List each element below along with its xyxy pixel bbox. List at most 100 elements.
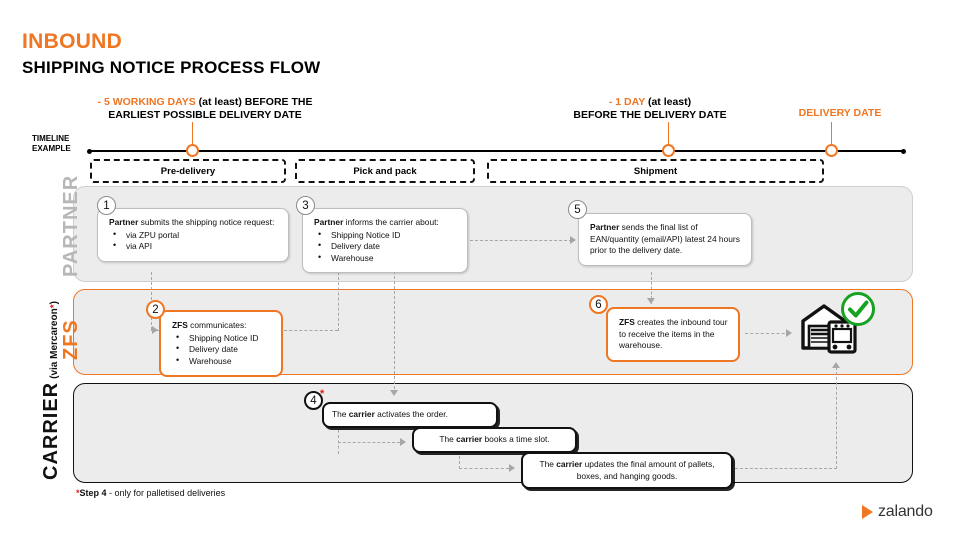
step8-pre: The [539,459,557,469]
connector-step7-to-step8-vertical [459,446,460,469]
timeline-end-dot [901,148,906,154]
list-item: via ZPU portal [109,229,279,242]
process-box-step7[interactable]: The carrier books a time slot. [412,427,577,453]
list-item: Delivery date [172,343,272,356]
step1-bullets: via ZPU portal via API [109,229,279,253]
caption-black-text: (at least) [645,96,692,108]
process-box-step6[interactable]: ZFS creates the inbound tour to receive … [606,307,740,362]
step-number-2: 2 [146,300,165,319]
timeline-caption-delivery-date: DELIVERY DATE [760,107,920,120]
connector-step5-to-step6-vertical [651,272,652,304]
step1-lead: Partner [109,217,139,227]
list-item: Shipping Notice ID [314,229,458,242]
footnote-bold: Step 4 [79,488,107,498]
step4-post: activates the order. [374,409,448,419]
caption-line2: BEFORE THE DELIVERY DATE [573,109,727,121]
step2-bullets: Shipping Notice ID Delivery date Warehou… [172,332,272,368]
process-box-step2[interactable]: ZFS communicates: Shipping Notice ID Del… [159,310,283,378]
warehouse-truck-icon [798,296,868,361]
step7-pre: The [439,434,457,444]
process-box-step5[interactable]: Partner sends the final list of EAN/quan… [578,213,752,266]
caption-black-text: (at least) BEFORE THE [195,96,313,108]
zalando-wordmark: zalando [878,503,933,520]
list-item: via API [109,240,279,253]
timeline-axis-label: TIMELINE EXAMPLE [32,134,92,154]
step5-lead: Partner [590,222,620,232]
step-number-4: 4 [304,391,323,410]
connector-step2-to-step3-horizontal [284,330,338,331]
connector-arrow-into-step8 [509,464,515,472]
step5-text: Partner sends the final list of EAN/quan… [590,222,742,257]
step3-body: informs the carrier about: [343,217,439,227]
step6-text: ZFS creates the inbound tour to receive … [619,317,729,352]
list-item: Warehouse [172,355,272,368]
timeline-axis-label-line2: EXAMPLE [32,144,71,153]
connector-arrow-up-into-warehouse [832,362,840,368]
timeline-marker-1-day [662,144,675,157]
process-box-step1[interactable]: Partner submits the shipping notice requ… [97,208,289,262]
footnote-asterisk: * [76,488,80,498]
connector-arrow-into-step2 [152,326,158,334]
timeline-start-dot [87,148,92,154]
list-item: Warehouse [314,252,458,265]
step4-pre: The [332,409,349,419]
caption-orange-text: - 1 DAY [608,96,646,108]
connector-step8-to-warehouse-horizontal [735,468,837,469]
list-item: Delivery date [314,240,458,253]
step8-post: updates the final amount of pallets, box… [576,459,715,481]
step1-body: submits the shipping notice request: [138,217,275,227]
timeline-stem-3 [830,122,833,146]
green-check-icon [839,290,877,333]
step4-asterisk: * [320,388,325,400]
connector-arrow-into-step7 [400,438,406,446]
caption-orange-text: DELIVERY DATE [798,107,882,119]
step6-body: creates the inbound tour to receive the … [619,317,728,351]
timeline-stem-1 [191,122,194,146]
connector-step3-to-step4-vertical [394,266,395,394]
connector-step7-to-step8-horizontal [459,468,509,469]
process-box-step8[interactable]: The carrier updates the final amount of … [521,452,733,490]
phase-box-pick-and-pack: Pick and pack [295,159,475,183]
list-item: Shipping Notice ID [172,332,272,345]
timeline-caption-1-day: - 1 DAY (at least) BEFORE THE DELIVERY D… [545,96,755,122]
swimlane-label-carrier-subtitle: (via Mercareon*) [49,301,60,379]
swimlane-label-carrier-group: CARRIER (via Mercareon*) [40,301,63,480]
step2-text: ZFS communicates: [172,320,272,332]
swimlane-label-partner: PARTNER [60,174,82,277]
footnote-rest: - only for palletised deliveries [106,488,226,498]
step-number-3: 3 [296,196,315,215]
footnote: *Step 4 - only for palletised deliveries [76,488,225,498]
phase-box-pre-delivery: Pre-delivery [90,159,286,183]
step7-post: books a time slot. [482,434,550,444]
connector-arrow-into-step5 [570,236,576,244]
step7-lead: carrier [456,434,483,444]
carrier-subtitle-end: ) [49,301,60,305]
page-title: SHIPPING NOTICE PROCESS FLOW [22,58,321,77]
caption-orange-text: - 5 WORKING DAYS [97,96,196,108]
timeline-stem-2 [667,122,670,146]
timeline-marker-delivery-date [825,144,838,157]
phase-box-shipment: Shipment [487,159,824,183]
connector-step4-to-step7-horizontal [338,442,400,443]
timeline-axis [88,150,904,152]
step3-text: Partner informs the carrier about: [314,217,458,229]
connector-step2-to-step3-vertical [338,267,339,331]
timeline-marker-5-working-days [186,144,199,157]
connector-step4-to-step7-vertical [338,419,339,454]
process-box-step4[interactable]: The carrier activates the order. [322,402,498,428]
swimlane-label-zfs: ZFS [60,319,82,360]
step3-bullets: Shipping Notice ID Delivery date Warehou… [314,229,458,265]
step4-lead: carrier [348,409,375,419]
swimlane-label-carrier: CARRIER [40,381,62,480]
step2-lead: ZFS [172,320,188,330]
carrier-subtitle-text: (via Mercareon [49,308,60,379]
caption-line2: EARLIEST POSSIBLE DELIVERY DATE [108,109,302,121]
timeline-caption-5-working-days: - 5 WORKING DAYS (at least) BEFORE THE E… [80,96,330,122]
connector-arrow-into-warehouse [786,329,792,337]
connector-step8-to-warehouse-vertical [836,367,837,469]
step2-body: communicates: [187,320,247,330]
step5-body: sends the final list of EAN/quantity (em… [590,222,740,256]
connector-step3-to-step5-horizontal [470,240,572,241]
process-box-step3[interactable]: Partner informs the carrier about: Shipp… [302,208,468,274]
